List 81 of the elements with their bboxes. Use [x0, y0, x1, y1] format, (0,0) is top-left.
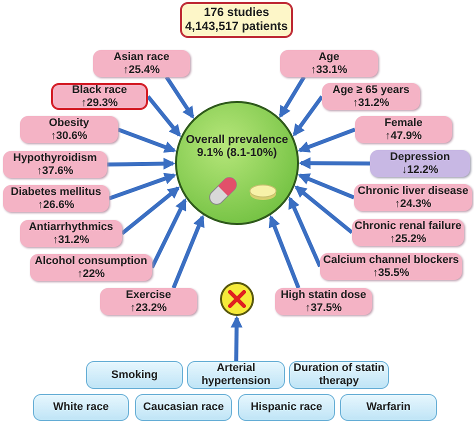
- factor-name: Caucasian race: [143, 401, 224, 414]
- arrow: [278, 76, 306, 118]
- factor-box: [280, 50, 378, 77]
- factor-name: Chronic liver disease: [358, 184, 468, 198]
- factor-name: Diabetes mellitus: [10, 186, 102, 198]
- arrow: [172, 214, 204, 289]
- arrow: [120, 186, 180, 236]
- factor-name: Asian race: [114, 50, 170, 64]
- factor-name: Black race: [72, 84, 128, 96]
- arrow: [298, 157, 370, 170]
- highlighted-factor-box: [51, 83, 148, 110]
- percent-change: ↑29.3%: [81, 96, 118, 110]
- factor-box: [322, 83, 420, 110]
- no-effect-box: [135, 394, 232, 421]
- percent-change: ↑24.3%: [394, 198, 432, 210]
- percent-change: ↑31.2%: [352, 96, 390, 110]
- factor-name: Hispanic race: [250, 401, 322, 414]
- factor-name: White race: [53, 401, 109, 414]
- percent-change: ↑37.5%: [305, 302, 342, 314]
- percent-change: ↑23.2%: [130, 302, 167, 314]
- no-effect-box: [340, 394, 437, 421]
- factor-name: 176 studies 4,143,517 patients: [184, 6, 289, 34]
- factor-box: [352, 219, 464, 246]
- arrow: [298, 128, 356, 153]
- percent-change: ↑37.6%: [36, 164, 74, 178]
- factor-name: Obesity: [48, 116, 90, 130]
- arrow: [298, 173, 355, 200]
- heading: Overall prevalence: [186, 134, 288, 147]
- arrow: [294, 186, 354, 234]
- percent-change: ↑31.2%: [52, 234, 90, 246]
- arrow: [268, 215, 300, 289]
- percent-change: ↑33.1%: [310, 64, 348, 76]
- factor-name: Female: [384, 116, 422, 130]
- factor-name: Depression: [390, 150, 450, 164]
- factor-name: Smoking: [111, 368, 158, 382]
- factor-name: Duration of statin therapy: [292, 362, 386, 388]
- factor-name: Alcohol consumption: [34, 254, 148, 268]
- factor-name: Arterial hypertension: [200, 362, 272, 388]
- no-effect-box: [33, 394, 129, 421]
- factor-box: [320, 253, 462, 280]
- percent-change: ↓12.2%: [402, 164, 438, 176]
- factor-box: [30, 254, 152, 281]
- arrow: [108, 172, 176, 200]
- factor-box: [275, 288, 372, 315]
- no-effect-box: [238, 394, 335, 421]
- percent-change: ↑30.6%: [50, 130, 88, 142]
- factor-box: [100, 288, 197, 315]
- factor-name: Chronic renal failure: [354, 220, 462, 232]
- factor-box: [354, 184, 472, 211]
- no-effect-box: [187, 361, 285, 389]
- factor-name: Calcium channel blockers: [323, 254, 459, 266]
- factor-name: Age: [318, 50, 340, 64]
- factor-name: Age ≥ 65 years: [332, 84, 410, 96]
- arrow: [230, 316, 243, 362]
- factor-name: High statin dose: [280, 288, 366, 302]
- value-text: 9.1% (8.1-10%): [197, 147, 277, 160]
- factor-box: [3, 151, 107, 178]
- arrow: [106, 158, 176, 170]
- arrow: [117, 128, 176, 153]
- arrow: [288, 196, 322, 268]
- factor-box: [20, 220, 122, 247]
- factor-name: Antiarrhythmics: [28, 220, 114, 234]
- factor-name: Warfarin: [366, 401, 411, 414]
- no-effect-box: [86, 361, 183, 389]
- factor-box: [93, 50, 190, 77]
- arrow: [164, 76, 194, 119]
- factor-box: [370, 150, 470, 177]
- percent-change: ↑35.5%: [372, 266, 410, 280]
- factor-box: [20, 116, 118, 143]
- percent-change: ↑47.9%: [385, 130, 422, 142]
- factor-name: Hypothyroidism: [13, 152, 97, 164]
- percent-change: ↑25.4%: [123, 64, 160, 76]
- percent-change: ↑26.6%: [38, 198, 74, 212]
- factor-box: [3, 185, 109, 212]
- arrow: [150, 198, 187, 268]
- factor-box: [355, 116, 452, 143]
- factor-name: Exercise: [126, 288, 172, 302]
- arrow: [146, 95, 181, 137]
- percent-change: ↑22%: [77, 268, 105, 280]
- arrow: [292, 95, 324, 136]
- percent-change: ↑25.2%: [390, 232, 426, 246]
